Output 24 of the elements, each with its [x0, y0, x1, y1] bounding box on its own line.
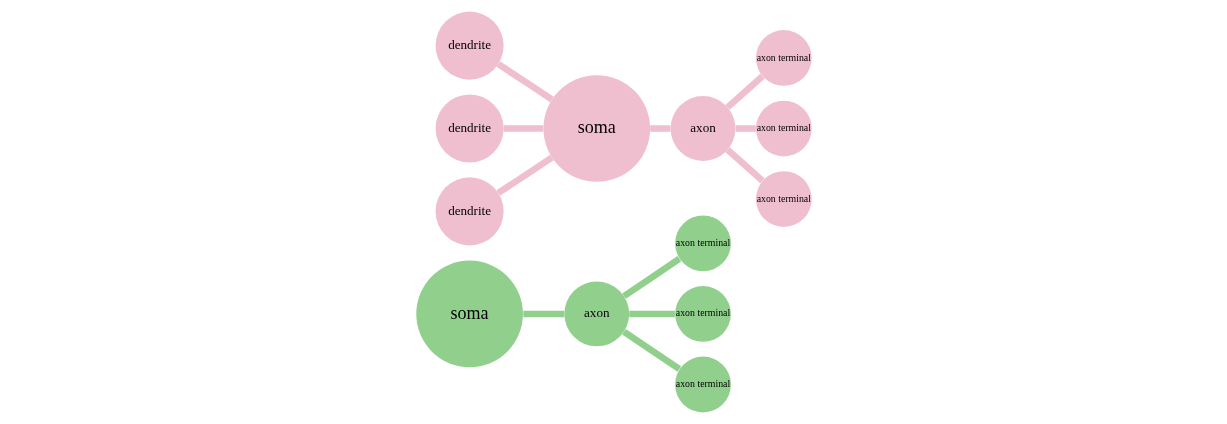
connector [724, 73, 765, 110]
node-circle: dendrite [435, 177, 504, 246]
node-circle: axon [563, 281, 629, 347]
node-circle: soma [415, 260, 523, 368]
connector [621, 329, 681, 372]
node-circle: axon terminal [755, 100, 812, 157]
connector [522, 310, 564, 318]
connector [628, 310, 675, 318]
connector [503, 125, 543, 132]
node-circle: axon terminal [755, 171, 812, 227]
node-circle: axon terminal [674, 286, 731, 342]
node-circle: axon [670, 96, 735, 161]
node-circle: dendrite [435, 94, 504, 163]
node-circle: axon terminal [674, 215, 731, 272]
connector [724, 147, 765, 184]
node-circle: axon terminal [674, 356, 731, 413]
connector [496, 154, 554, 196]
connector [735, 125, 756, 132]
connector [621, 256, 681, 299]
connector [649, 125, 670, 132]
node-circle: dendrite [435, 11, 504, 80]
node-circle: axon terminal [755, 30, 812, 86]
connector [496, 61, 554, 103]
node-circle: soma [542, 75, 650, 182]
